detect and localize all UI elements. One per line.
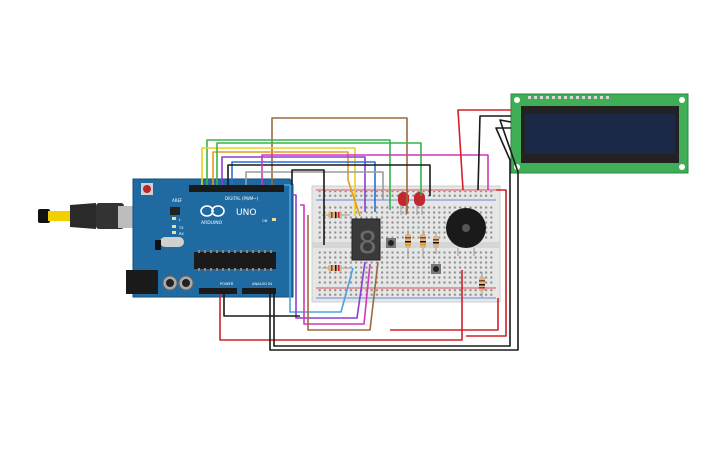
seven-segment-icon[interactable]: 8 — [351, 218, 381, 261]
wire-red-power[interactable] — [219, 270, 463, 341]
power-jack[interactable] — [126, 270, 158, 294]
led-icon[interactable] — [414, 192, 425, 215]
wire-brown-2[interactable] — [307, 215, 379, 331]
aref-label: AREF — [172, 198, 183, 203]
wire-red-rail[interactable] — [466, 189, 507, 337]
resistor-icon[interactable] — [420, 230, 426, 258]
analog-header[interactable] — [242, 288, 276, 294]
wire-orange[interactable] — [212, 151, 361, 217]
seven-segment-digit: 8 — [358, 226, 377, 261]
lcd-display-icon[interactable] — [510, 93, 689, 174]
wire-purple-2[interactable] — [292, 194, 366, 319]
resistor-icon[interactable] — [322, 212, 350, 218]
wire-red-lcd[interactable] — [457, 109, 511, 191]
arduino-logo-icon — [200, 205, 225, 217]
wire-magenta-2[interactable] — [300, 204, 371, 325]
wire-black-lcd-3[interactable] — [273, 127, 511, 347]
usb-cable-icon[interactable] — [38, 203, 138, 229]
wire-black[interactable] — [227, 164, 431, 196]
resistor-icon[interactable] — [433, 232, 439, 254]
wire-blue[interactable] — [231, 161, 376, 212]
pushbutton-icon[interactable] — [386, 238, 396, 248]
wire-lightblue[interactable] — [284, 184, 354, 313]
wire-red-short[interactable] — [390, 298, 499, 331]
wire-purple[interactable] — [221, 156, 366, 212]
wire-green-2[interactable] — [216, 142, 422, 196]
digital-label: DIGITAL (PWM~) — [225, 196, 259, 201]
wire-black-lcd[interactable] — [477, 115, 511, 191]
brand-label: ARDUINO — [201, 220, 223, 226]
tx-label: TX — [178, 226, 184, 230]
model-label: UNO — [236, 208, 256, 218]
l-label: L — [179, 218, 181, 222]
crystal — [160, 237, 184, 247]
resistor-icon[interactable] — [322, 265, 350, 271]
wires[interactable] — [201, 109, 519, 351]
power-header[interactable] — [199, 288, 237, 294]
buzzer-icon[interactable] — [446, 208, 486, 256]
power-label: POWER — [220, 282, 234, 286]
wire-black-2[interactable] — [291, 169, 325, 245]
wire-green[interactable] — [206, 139, 391, 210]
wire-black-lcd-2[interactable] — [269, 119, 519, 351]
digital-header[interactable] — [189, 185, 284, 192]
wire-yellow[interactable] — [201, 147, 356, 216]
resistor-icon[interactable] — [405, 230, 411, 258]
rx-label: RX — [179, 232, 184, 236]
microcontroller-chip — [194, 252, 276, 269]
arduino-board[interactable]: DIGITAL (PWM~) AREF UNO ARDUINO L TX RX … — [126, 178, 294, 298]
wire-magenta[interactable] — [261, 154, 489, 190]
on-label: ON — [262, 219, 268, 223]
resistor-icon[interactable] — [479, 272, 485, 298]
analog-label: ANALOG IN — [252, 282, 272, 286]
wire-gray[interactable] — [245, 171, 384, 200]
lcd-screen — [525, 114, 675, 154]
pushbutton-icon[interactable] — [431, 264, 441, 274]
